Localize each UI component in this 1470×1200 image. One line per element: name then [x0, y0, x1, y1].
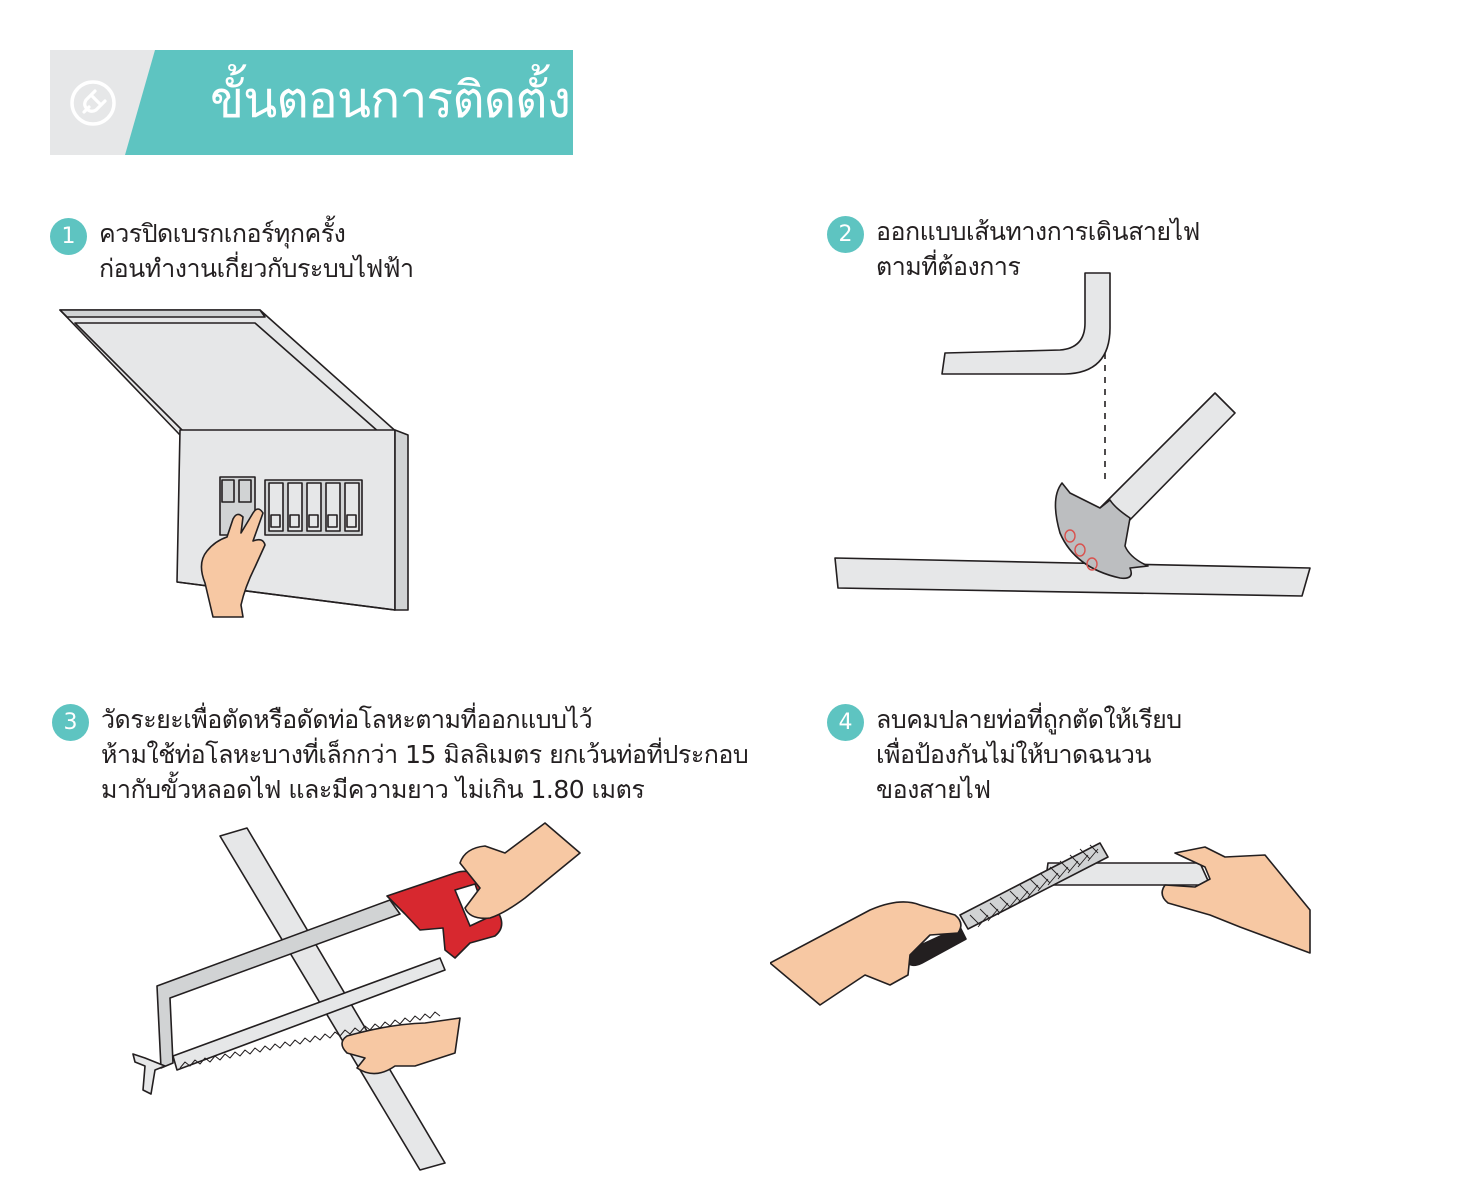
- pipe-filing-illustration: [770, 842, 1311, 1006]
- pipe-bending-illustration: [834, 272, 1311, 597]
- step-1-line-1: ควรปิดเบรกเกอร์ทุกครั้ง: [99, 219, 346, 248]
- step-1-number-badge: 1: [50, 218, 87, 255]
- step-3-heading: 3 วัดระยะเพื่อตัดหรือดัดท่อโลหะตามที่ออก…: [52, 702, 749, 807]
- step-4-line-1: ลบคมปลายท่อที่ถูกตัดให้เรียบ: [876, 705, 1182, 734]
- step-4-heading: 4 ลบคมปลายท่อที่ถูกตัดให้เรียบ เพื่อป้อง…: [827, 702, 1182, 807]
- step-3-line-1: วัดระยะเพื่อตัดหรือดัดท่อโลหะตามที่ออกแบ…: [101, 705, 593, 734]
- step-2-number-badge: 2: [827, 216, 864, 253]
- plug-icon: [70, 80, 116, 126]
- page-title: ขั้นตอนการติดตั้ง: [210, 71, 571, 129]
- step-4-line-3: ของสายไฟ: [876, 775, 991, 804]
- step-4-number-badge: 4: [827, 704, 864, 741]
- step-2-text: ออกแบบเส้นทางการเดินสายไฟ ตามที่ต้องการ: [876, 214, 1200, 284]
- step-4-line-2: เพื่อป้องกันไม่ให้บาดฉนวน: [876, 740, 1151, 769]
- step-3-line-3: มากับขั้วหลอดไฟ และมีความยาว ไม่เกิน 1.8…: [101, 775, 645, 804]
- hacksaw-cutting-illustration: [132, 822, 581, 1171]
- step-2-line-2: ตามที่ต้องการ: [876, 252, 1021, 281]
- step-3-text: วัดระยะเพื่อตัดหรือดัดท่อโลหะตามที่ออกแบ…: [101, 702, 749, 807]
- step-2-line-1: ออกแบบเส้นทางการเดินสายไฟ: [876, 217, 1200, 246]
- step-4-text: ลบคมปลายท่อที่ถูกตัดให้เรียบ เพื่อป้องกั…: [876, 702, 1182, 807]
- step-2-heading: 2 ออกแบบเส้นทางการเดินสายไฟ ตามที่ต้องกา…: [827, 214, 1200, 284]
- step-1-text: ควรปิดเบรกเกอร์ทุกครั้ง ก่อนทำงานเกี่ยวก…: [99, 216, 414, 286]
- header-banner: ขั้นตอนการติดตั้ง: [50, 50, 573, 155]
- step-3-line-2: ห้ามใช้ท่อโลหะบางที่เล็กกว่า 15 มิลลิเมต…: [101, 740, 749, 769]
- step-3-number-badge: 3: [52, 704, 89, 741]
- breaker-box-illustration: [59, 309, 409, 618]
- step-1-line-2: ก่อนทำงานเกี่ยวกับระบบไฟฟ้า: [99, 254, 414, 283]
- step-1-heading: 1 ควรปิดเบรกเกอร์ทุกครั้ง ก่อนทำงานเกี่ย…: [50, 216, 414, 286]
